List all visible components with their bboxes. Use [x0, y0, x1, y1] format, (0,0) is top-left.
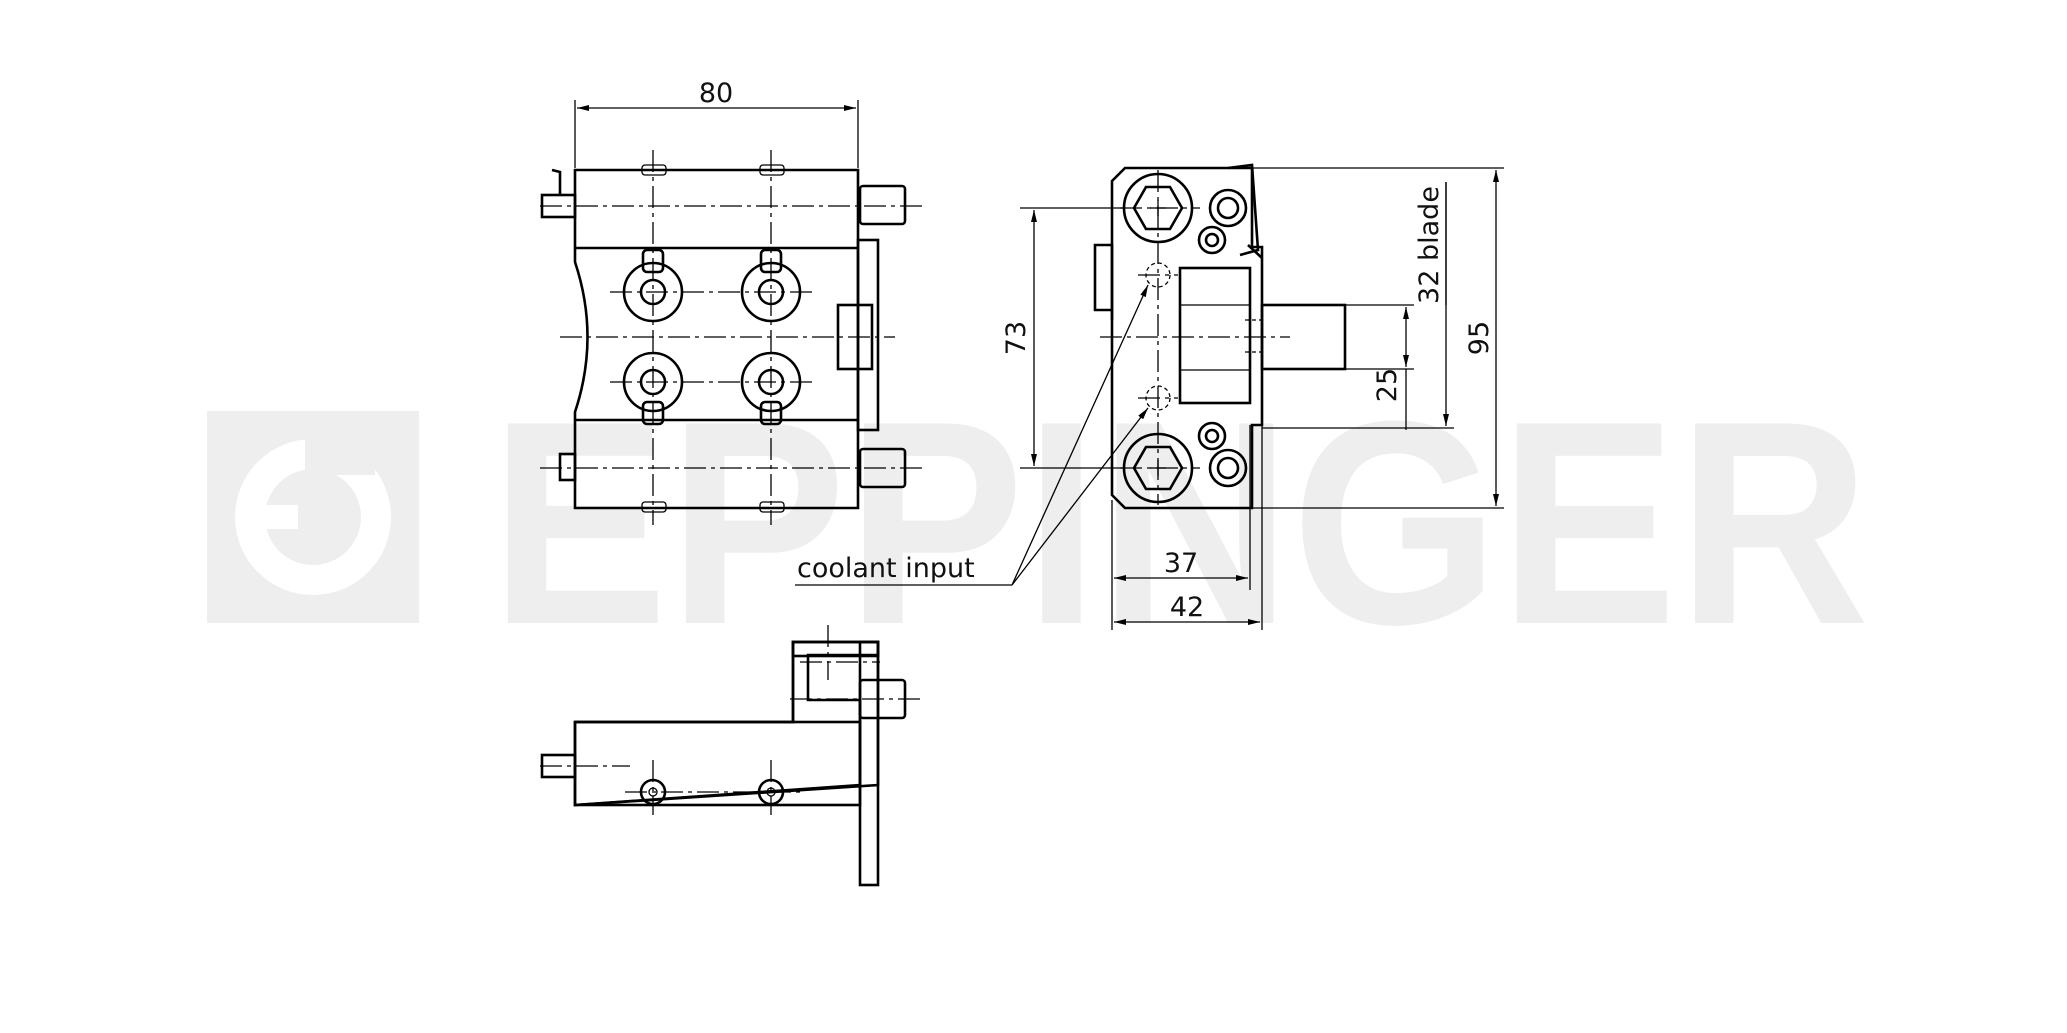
eppinger-watermark-text: EPPINGER: [490, 361, 1870, 685]
dimension-73: 73: [1001, 321, 1032, 355]
coolant-input-label: coolant input: [797, 553, 975, 584]
dimension-95: 95: [1464, 321, 1495, 355]
front-view: 80: [540, 78, 925, 525]
top-view: [540, 625, 925, 887]
dimension-42: 42: [1170, 592, 1204, 623]
dimension-80: 80: [699, 78, 733, 109]
dimension-37: 37: [1164, 548, 1198, 579]
eppinger-watermark: EPPINGER: [207, 361, 1870, 685]
dimension-25: 25: [1372, 368, 1403, 402]
dimension-32-blade: 32 blade: [1414, 186, 1445, 304]
side-view: 73 95 32 blade 25 37 42 coolant input: [795, 163, 1504, 630]
